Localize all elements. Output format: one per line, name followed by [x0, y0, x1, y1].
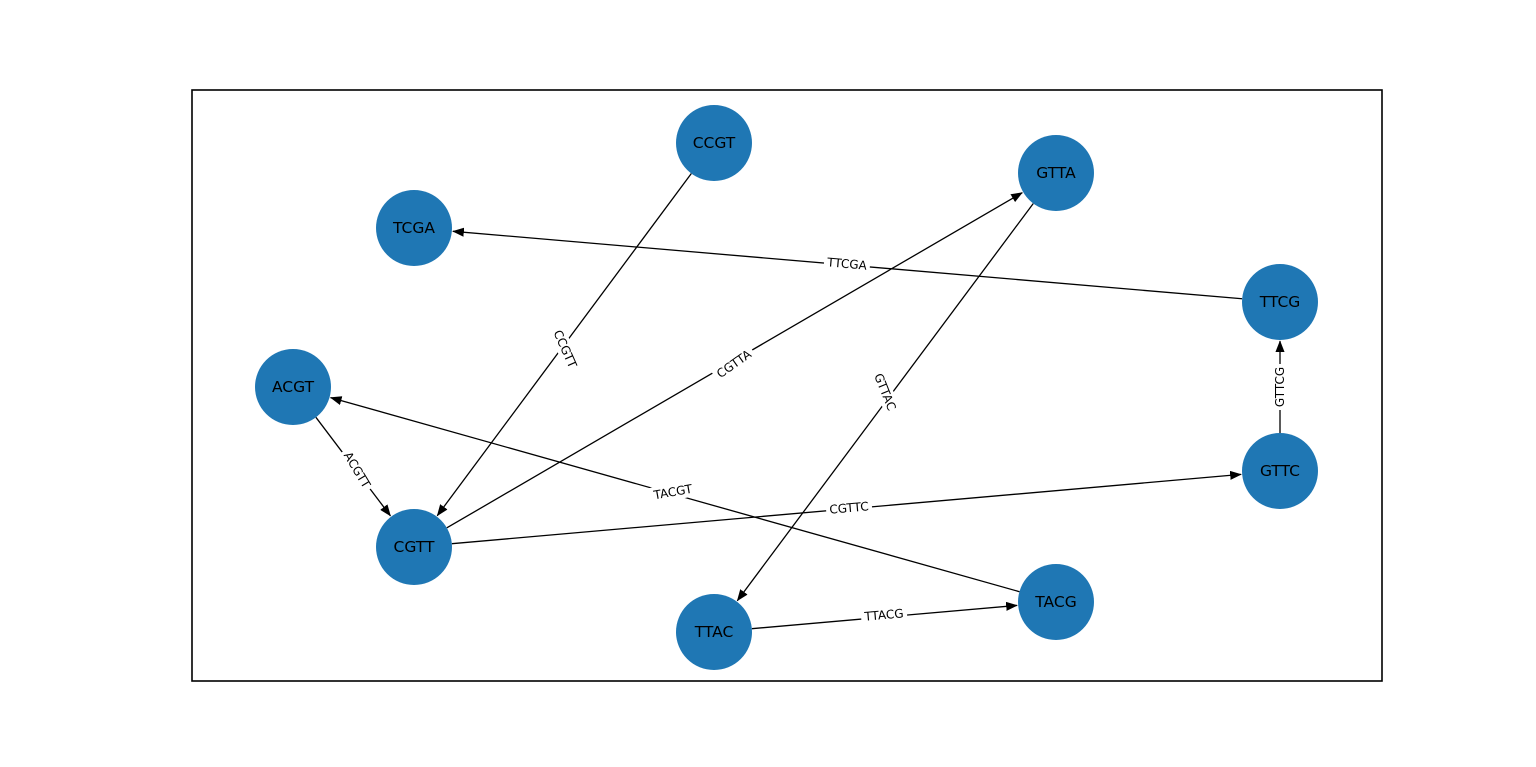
node-label-tcga: TCGA: [392, 219, 435, 237]
node-circle-ttcg[interactable]: [1242, 264, 1318, 340]
edge-label-gttcg: GTTCG: [1273, 367, 1287, 407]
node-circle-tcga[interactable]: [376, 190, 452, 266]
edge-label-backdrop: [710, 344, 758, 384]
edge-label-group-acgtt: ACGTT: [338, 446, 376, 494]
node-label-ccgt: CCGT: [693, 134, 736, 152]
edge-label-gttac: GTTAC: [871, 371, 899, 412]
edge-label-group-ccgtt: CCGTT: [548, 324, 582, 374]
node-circle-gttc[interactable]: [1242, 433, 1318, 509]
edge-label-group-cgtta: CGTTA: [710, 344, 758, 384]
node-circle-ttac[interactable]: [676, 594, 752, 670]
graph-node-tacg[interactable]: TACG: [1018, 564, 1094, 640]
edge-label-ccgtt: CCGTT: [550, 328, 579, 371]
edge-label-backdrop: [338, 446, 376, 494]
edge-label-group-ttacg: TTACG: [860, 605, 908, 625]
graph-node-ttcg[interactable]: TTCG: [1242, 264, 1318, 340]
node-circle-tacg[interactable]: [1018, 564, 1094, 640]
edge-label-group-ttcga: TTCGA: [823, 254, 871, 274]
graph-node-gtta[interactable]: GTTA: [1018, 135, 1094, 211]
node-label-gttc: GTTC: [1260, 462, 1300, 480]
edge-label-backdrop: [648, 480, 698, 504]
node-label-cgtt: CGTT: [394, 538, 435, 556]
graph-node-gttc[interactable]: GTTC: [1242, 433, 1318, 509]
edge-label-cgtta: CGTTA: [714, 347, 755, 381]
edge-label-backdrop: [868, 367, 902, 417]
edges-layer: [315, 173, 1285, 630]
axes-frame: [191, 89, 1383, 682]
node-circle-cgtt[interactable]: [376, 509, 452, 585]
node-circle-ccgt[interactable]: [676, 105, 752, 181]
edge-label-group-gttac: GTTAC: [868, 367, 902, 417]
graph-node-acgt[interactable]: ACGT: [255, 349, 331, 425]
graph-node-ttac[interactable]: TTAC: [676, 594, 752, 670]
graph-node-tcga[interactable]: TCGA: [376, 190, 452, 266]
edge-label-cgttc: CGTTC: [829, 499, 869, 516]
edge-label-backdrop: [860, 605, 908, 625]
node-label-acgt: ACGT: [272, 378, 315, 396]
nodes-layer: CCGT GTTA TCGA TTCG ACGT GTTC CGTT TACG TTAC: [255, 105, 1318, 670]
edge-label-ttacg: TTACG: [863, 606, 904, 623]
edge-label-backdrop: [548, 324, 582, 374]
node-circle-gtta[interactable]: [1018, 135, 1094, 211]
node-label-tacg: TACG: [1034, 593, 1076, 611]
edge-label-group-cgttc: CGTTC: [825, 498, 873, 518]
edge-label-group-tacgt: TACGT: [648, 480, 698, 504]
node-label-gtta: GTTA: [1036, 164, 1076, 182]
edge-label-tacgt: TACGT: [652, 482, 694, 503]
node-circle-acgt[interactable]: [255, 349, 331, 425]
node-label-ttac: TTAC: [694, 623, 734, 641]
edge-label-backdrop: [1272, 364, 1288, 410]
edge-label-group-gttcg: GTTCG: [1272, 364, 1288, 410]
graph-node-cgtt[interactable]: CGTT: [376, 509, 452, 585]
edge-label-backdrop: [825, 498, 873, 518]
graph-node-ccgt[interactable]: CCGT: [676, 105, 752, 181]
edge-label-backdrop: [823, 254, 871, 274]
node-label-ttcg: TTCG: [1259, 293, 1301, 311]
edge-label-ttcga: TTCGA: [826, 255, 868, 273]
